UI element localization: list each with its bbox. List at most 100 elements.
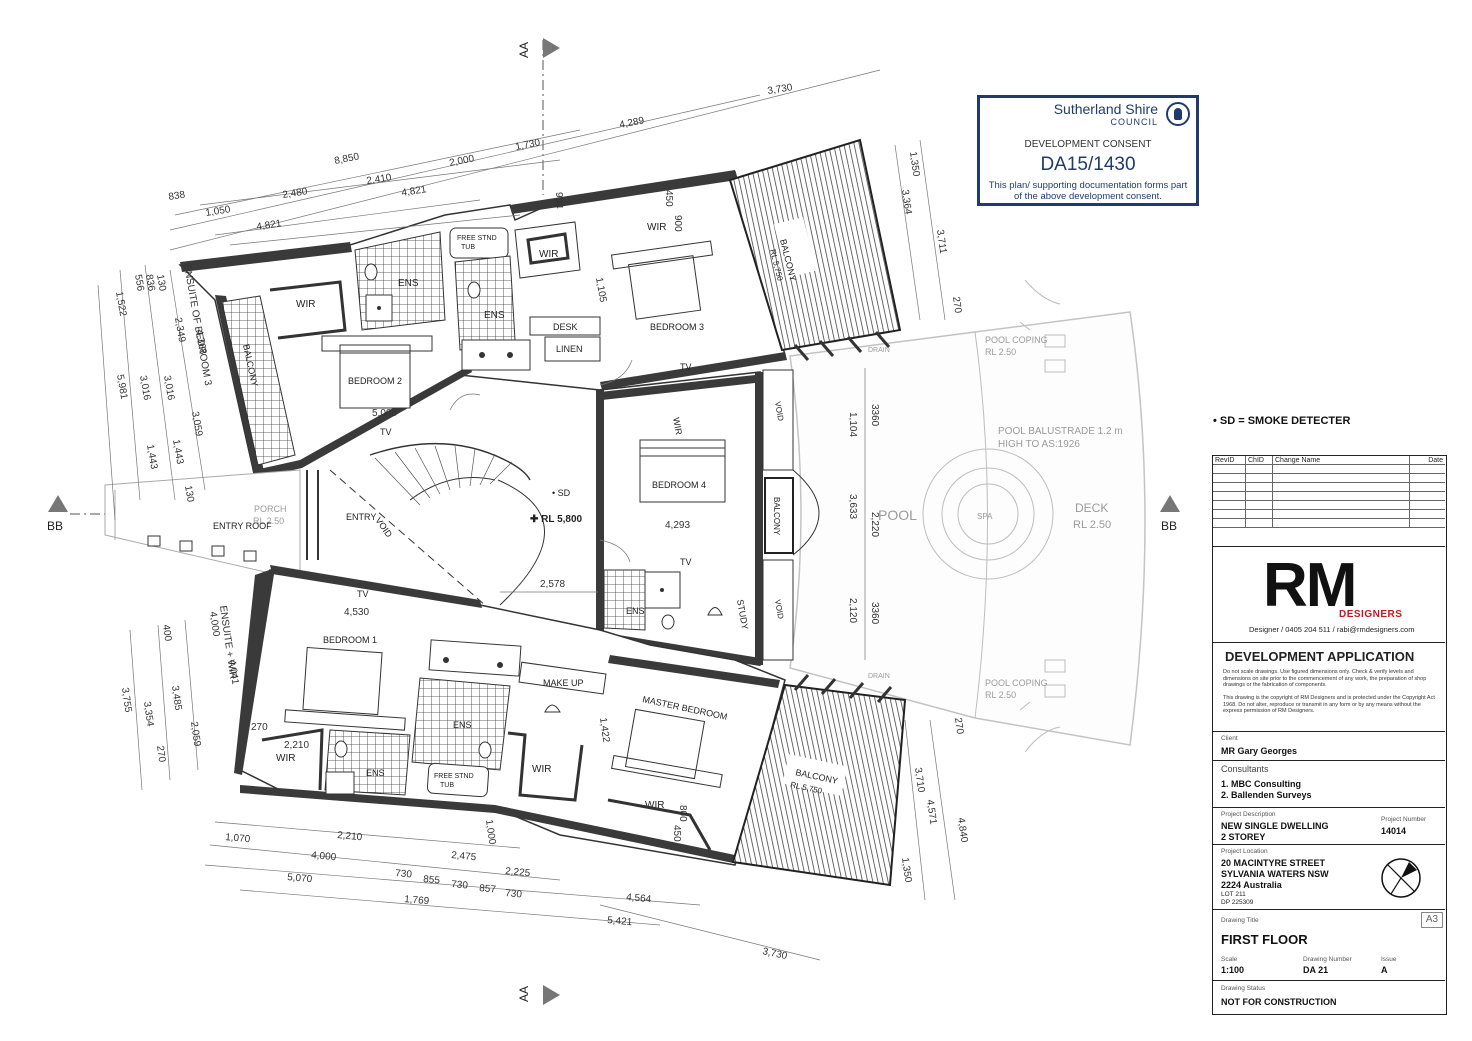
svg-text:3,710: 3,710 [912,767,926,794]
svg-text:5,421: 5,421 [607,915,633,928]
void-top [762,369,794,471]
svg-text:4,821: 4,821 [401,184,428,199]
svg-text:VOID: VOID [373,515,394,539]
svg-text:1,443: 1,443 [170,439,185,466]
drawing-issue: A [1381,965,1388,975]
council-stamp: Sutherland Shire COUNCIL DEVELOPMENT CON… [977,95,1199,206]
svg-text:730: 730 [505,888,523,900]
svg-text:1,070: 1,070 [225,832,251,845]
svg-text:270: 270 [952,717,965,735]
ensuite-bedroom-1: ENS [324,729,411,796]
svg-text:800: 800 [677,805,688,822]
svg-text:1,443: 1,443 [144,444,159,471]
svg-text:ENS: ENS [626,606,645,616]
svg-text:1,105: 1,105 [593,277,608,304]
svg-text:• SD: • SD [552,488,571,498]
svg-text:DESK: DESK [553,322,578,332]
project-location-section: Project Location 20 MACINTYRE STREET SYL… [1213,845,1445,910]
svg-text:POOL COPING: POOL COPING [985,335,1048,345]
title-block: RevID ChID Change Name Date RM DESIGNERS… [1212,455,1447,1015]
centre-block: BEDROOM 4 WIR 4,293 ENS STUDY TV TV VOID… [596,369,820,668]
svg-text:836: 836 [143,274,157,293]
smoke-detector-legend: • SD = SMOKE DETECTER [1213,415,1351,427]
svg-text:TUB: TUB [440,782,454,789]
svg-text:5,070: 5,070 [287,872,313,885]
svg-text:BEDROOM 1: BEDROOM 1 [323,635,377,645]
bedroom-2: BEDROOM 2 WIR 5,000 TV [269,280,433,437]
svg-text:3360: 3360 [869,404,880,427]
drawing-status-section: Drawing Status NOT FOR CONSTRUCTION [1221,985,1337,1007]
svg-text:1,769: 1,769 [404,894,430,907]
svg-text:1,000: 1,000 [483,819,497,846]
svg-text:TUB: TUB [461,244,475,251]
revision-table: RevID ChID Change Name Date [1213,456,1445,547]
svg-text:TV: TV [380,427,392,437]
svg-text:2,349: 2,349 [172,317,187,344]
svg-text:3,711: 3,711 [934,229,948,255]
svg-text:BB: BB [47,519,63,533]
svg-text:ENS: ENS [398,278,419,289]
drawing-note-1: Do not scale drawings. Use figured dimen… [1223,669,1427,688]
svg-text:1,104: 1,104 [847,412,858,437]
svg-text:400: 400 [160,624,173,642]
svg-text:3,016: 3,016 [137,375,152,402]
svg-text:4,293: 4,293 [665,520,690,531]
application-title: DEVELOPMENT APPLICATION [1225,649,1415,664]
void-bottom [762,559,794,661]
project-description-2: 2 STOREY [1221,832,1266,842]
dimensions-top: 3,730 4,289 1,730 8,850 2,000 2,410 838 … [168,69,881,304]
consultants-section: Consultants 1. MBC Consulting 2. Ballend… [1213,761,1445,808]
logo-designers: DESIGNERS [1339,609,1403,620]
svg-text:ENS: ENS [484,310,505,321]
svg-text:RL 2.50: RL 2.50 [985,690,1016,700]
svg-text:AA: AA [517,42,531,58]
section-marker-bb-left: BB [47,495,110,533]
project-number: 14014 [1381,826,1407,836]
svg-text:270: 270 [154,745,167,763]
svg-text:2,225: 2,225 [505,866,531,879]
svg-text:270: 270 [251,722,268,733]
svg-text:2,480: 2,480 [282,186,309,201]
dimensions-bottom: 1,070 2,210 4,000 2,475 2,225 5,070 730 … [204,717,821,962]
svg-text:VOID: VOID [773,599,785,620]
svg-text:WIR: WIR [539,249,558,260]
svg-text:2,120: 2,120 [847,598,858,623]
svg-text:TV: TV [357,589,369,599]
north-arrow-icon [1381,858,1421,898]
project-description-section: Project Description NEW SINGLE DWELLING … [1213,808,1445,845]
svg-text:TV: TV [680,362,692,372]
svg-text:3,730: 3,730 [761,946,788,962]
svg-text:2,059: 2,059 [188,721,202,748]
wir-bedroom-1: WIR [261,728,324,791]
svg-text:MAKE UP: MAKE UP [543,678,584,688]
svg-text:4,368: 4,368 [193,329,208,356]
svg-text:4,000: 4,000 [207,611,221,638]
designer-contact: Designer / 0405 204 511 / rabi@rmdesigne… [1249,625,1415,634]
svg-text:1,350: 1,350 [907,151,921,178]
rev-header-change-name: Change Name [1272,456,1410,465]
rev-header-date: Date [1409,456,1445,465]
svg-text:DRAIN: DRAIN [868,347,890,354]
ensuite-bedroom-2: ENS [354,231,446,331]
svg-text:450: 450 [671,825,682,842]
svg-text:855: 855 [423,874,441,886]
svg-text:270: 270 [950,296,963,314]
drawing-info-section: A3 Drawing Title FIRST FLOOR Scale 1:100… [1213,910,1445,981]
svg-text:4,289: 4,289 [618,115,645,131]
balcony-upper: BALCONY RL 5,750 [728,138,902,361]
svg-text:DECK: DECK [1075,501,1108,515]
svg-text:4,821: 4,821 [256,218,283,233]
svg-text:5,000: 5,000 [372,408,397,419]
svg-text:LINEN: LINEN [556,344,583,354]
svg-text:4,530: 4,530 [344,607,369,618]
section-marker-aa-bottom: AA [517,985,560,1005]
svg-text:3,016: 3,016 [161,375,176,402]
consultant-2: 2. Ballenden Surveys [1221,790,1312,800]
svg-text:1,050: 1,050 [205,204,232,219]
drawing-number: DA 21 [1303,965,1329,975]
svg-text:3,059: 3,059 [189,411,204,438]
svg-text:FREE STND: FREE STND [457,235,497,242]
client-name: MR Gary Georges [1221,746,1298,756]
balcony-bedroom-2: BALCONY [221,295,296,466]
